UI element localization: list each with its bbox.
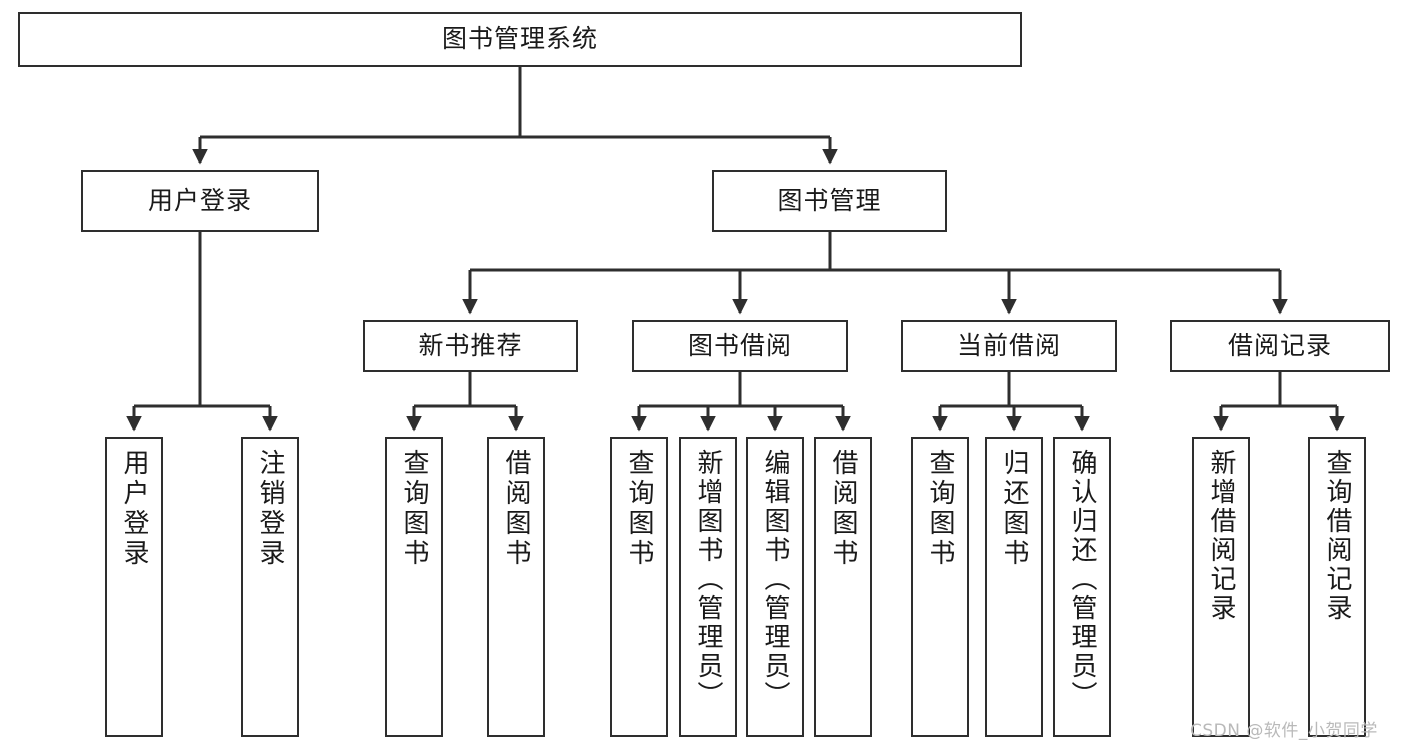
node-book-manage-label: 图书管理 <box>777 185 882 215</box>
node-current-borrow[interactable]: 当前借阅 <box>901 320 1117 372</box>
node-book-borrow-label: 图书借阅 <box>687 330 792 360</box>
leaf-user-login[interactable]: 用户登录 <box>105 437 163 737</box>
leaf-borrow-book-2-label: 借阅图书 <box>828 449 858 569</box>
leaf-add-record-label: 新增借阅记录 <box>1206 449 1236 623</box>
leaf-query-record[interactable]: 查询借阅记录 <box>1308 437 1366 737</box>
node-root-label: 图书管理系统 <box>441 24 598 54</box>
leaf-query-book-2[interactable]: 查询图书 <box>610 437 668 737</box>
leaf-add-book[interactable]: 新增图书（管理员） <box>679 437 737 737</box>
leaf-add-book-label: 新增图书（管理员） <box>693 449 723 710</box>
leaf-edit-book[interactable]: 编辑图书（管理员） <box>746 437 804 737</box>
node-user-login-label: 用户登录 <box>147 185 252 215</box>
leaf-return-book[interactable]: 归还图书 <box>985 437 1043 737</box>
leaf-borrow-book-1-label: 借阅图书 <box>501 449 531 569</box>
leaf-query-record-label: 查询借阅记录 <box>1322 449 1352 623</box>
node-root[interactable]: 图书管理系统 <box>18 12 1022 67</box>
leaf-user-login-label: 用户登录 <box>119 449 149 569</box>
leaf-query-book-2-label: 查询图书 <box>624 449 654 569</box>
leaf-query-book-1-label: 查询图书 <box>399 449 429 569</box>
leaf-query-book-3[interactable]: 查询图书 <box>911 437 969 737</box>
leaf-borrow-book-2[interactable]: 借阅图书 <box>814 437 872 737</box>
node-borrow-record[interactable]: 借阅记录 <box>1170 320 1390 372</box>
leaf-edit-book-label: 编辑图书（管理员） <box>760 449 790 710</box>
leaf-logout-label: 注销登录 <box>255 449 285 569</box>
node-user-login[interactable]: 用户登录 <box>81 170 319 232</box>
leaf-confirm-return-label: 确认归还（管理员） <box>1067 449 1097 710</box>
node-current-borrow-label: 当前借阅 <box>956 330 1061 360</box>
csdn-watermark: CSDN @软件_小贺同学 <box>1190 721 1378 741</box>
leaf-query-book-1[interactable]: 查询图书 <box>385 437 443 737</box>
leaf-confirm-return[interactable]: 确认归还（管理员） <box>1053 437 1111 737</box>
leaf-add-record[interactable]: 新增借阅记录 <box>1192 437 1250 737</box>
node-borrow-record-label: 借阅记录 <box>1227 330 1332 360</box>
leaf-borrow-book-1[interactable]: 借阅图书 <box>487 437 545 737</box>
leaf-return-book-label: 归还图书 <box>999 449 1029 569</box>
leaf-query-book-3-label: 查询图书 <box>925 449 955 569</box>
node-book-borrow[interactable]: 图书借阅 <box>632 320 848 372</box>
leaf-logout[interactable]: 注销登录 <box>241 437 299 737</box>
node-new-book-recommend[interactable]: 新书推荐 <box>363 320 578 372</box>
node-book-manage[interactable]: 图书管理 <box>712 170 947 232</box>
node-new-book-recommend-label: 新书推荐 <box>418 330 523 360</box>
